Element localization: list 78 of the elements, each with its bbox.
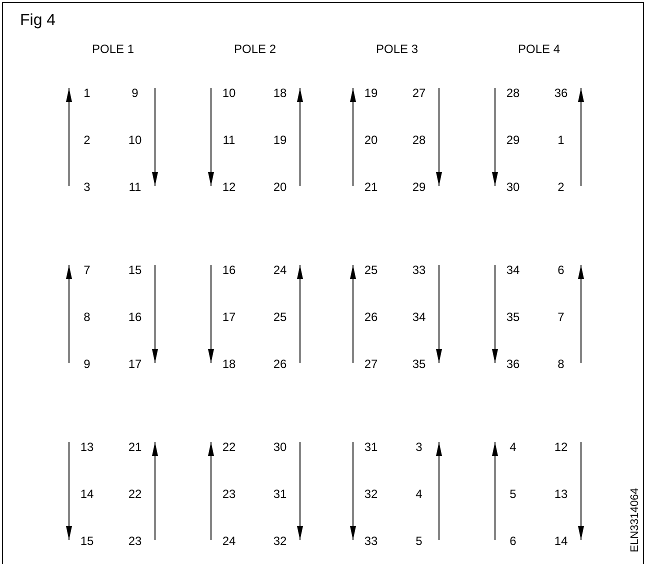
slot-number: 7 — [558, 310, 564, 324]
slot-number: 29 — [412, 180, 426, 194]
slot-number: 2 — [558, 180, 564, 194]
slot-number: 32 — [273, 534, 287, 548]
slot-number: 31 — [364, 440, 378, 454]
slot-number: 12 — [222, 180, 236, 194]
slot-number: 3 — [416, 440, 422, 454]
slot-number: 25 — [364, 263, 378, 277]
slot-number: 36 — [554, 86, 568, 100]
slot-number: 5 — [416, 534, 422, 548]
slot-number: 2 — [84, 133, 90, 147]
slot-number: 7 — [84, 263, 90, 277]
slot-number: 30 — [506, 180, 520, 194]
pole-label: POLE 2 — [234, 42, 276, 56]
slot-number: 17 — [222, 310, 236, 324]
slot-number: 35 — [412, 357, 426, 371]
slot-number: 10 — [222, 86, 236, 100]
figure-title: Fig 4 — [20, 12, 56, 30]
slot-number: 33 — [364, 534, 378, 548]
pole-label: POLE 3 — [376, 42, 418, 56]
slot-number: 26 — [364, 310, 378, 324]
slot-number: 21 — [364, 180, 378, 194]
slot-number: 23 — [128, 534, 142, 548]
slot-number: 27 — [364, 357, 378, 371]
slot-number: 29 — [506, 133, 520, 147]
slot-number: 32 — [364, 487, 378, 501]
slot-number: 12 — [554, 440, 568, 454]
slot-number: 14 — [80, 487, 94, 501]
slot-number: 16 — [222, 263, 236, 277]
slot-number: 3 — [84, 180, 90, 194]
slot-number: 4 — [510, 440, 516, 454]
slot-number: 18 — [222, 357, 236, 371]
pole-label: POLE 1 — [92, 42, 134, 56]
slot-number: 19 — [364, 86, 378, 100]
slot-number: 9 — [132, 86, 138, 100]
slot-number: 14 — [554, 534, 568, 548]
slot-number: 9 — [84, 357, 90, 371]
slot-number: 1 — [558, 133, 564, 147]
slot-number: 13 — [554, 487, 568, 501]
slot-number: 34 — [506, 263, 520, 277]
slot-number: 19 — [273, 133, 287, 147]
slot-number: 1 — [84, 86, 90, 100]
slot-number: 13 — [80, 440, 94, 454]
slot-number: 33 — [412, 263, 426, 277]
slot-number: 24 — [273, 263, 287, 277]
slot-number: 25 — [273, 310, 287, 324]
slot-number: 22 — [128, 487, 142, 501]
slot-number: 21 — [128, 440, 142, 454]
slot-number: 8 — [558, 357, 564, 371]
slot-number: 15 — [80, 534, 94, 548]
slot-number: 34 — [412, 310, 426, 324]
slot-number: 36 — [506, 357, 520, 371]
slot-number: 6 — [510, 534, 516, 548]
slot-number: 11 — [222, 133, 236, 147]
slot-number: 10 — [128, 133, 142, 147]
slot-number: 28 — [506, 86, 520, 100]
slot-number: 6 — [558, 263, 564, 277]
slot-number: 30 — [273, 440, 287, 454]
slot-number: 26 — [273, 357, 287, 371]
slot-number: 16 — [128, 310, 142, 324]
figure-code: ELN3314064 — [629, 488, 641, 552]
slot-number: 18 — [273, 86, 287, 100]
slot-number: 28 — [412, 133, 426, 147]
slot-number: 20 — [364, 133, 378, 147]
slot-number: 31 — [273, 487, 287, 501]
slot-number: 5 — [510, 487, 516, 501]
slot-number: 20 — [273, 180, 287, 194]
slot-number: 23 — [222, 487, 236, 501]
slot-number: 35 — [506, 310, 520, 324]
slot-number: 17 — [128, 357, 142, 371]
slot-number: 27 — [412, 86, 426, 100]
slot-number: 22 — [222, 440, 236, 454]
pole-label: POLE 4 — [518, 42, 560, 56]
slot-number: 8 — [84, 310, 90, 324]
slot-number: 11 — [128, 180, 142, 194]
slot-number: 15 — [128, 263, 142, 277]
slot-number: 24 — [222, 534, 236, 548]
slot-number: 4 — [416, 487, 422, 501]
